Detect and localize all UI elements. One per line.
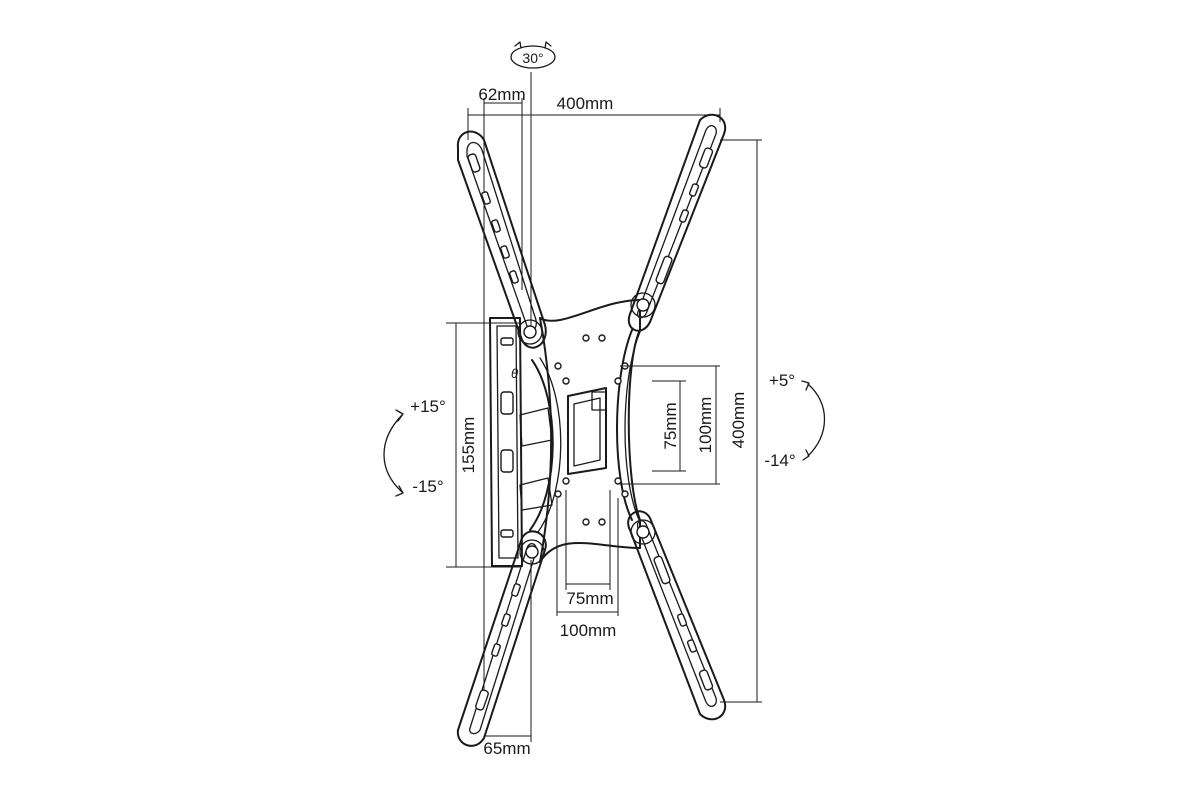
upper-right-arm	[627, 113, 727, 332]
upper-left-arm	[456, 130, 547, 349]
vesa-small-width-label: 75mm	[566, 589, 613, 608]
max-height-label: 400mm	[729, 392, 748, 449]
vesa-small-height-label: 75mm	[661, 402, 680, 449]
wall-plate: 155mm θ	[446, 317, 553, 568]
vesa-large-height-label: 100mm	[696, 397, 715, 454]
theta-label: θ	[511, 366, 518, 381]
swivel-rotation-badge: 30°	[510, 41, 556, 69]
level-up-label: +5°	[769, 371, 795, 390]
vesa-height-dimensions: 75mm 100mm 400mm	[620, 139, 762, 703]
level-adjust-indicator: +5° -14°	[764, 371, 826, 470]
level-down-label: -14°	[764, 451, 795, 470]
lower-right-arm	[627, 510, 727, 721]
tilt-indicator: +15° -15°	[383, 397, 446, 497]
max-width-label: 400mm	[557, 94, 614, 113]
top-dimensions: 400mm 62mm	[467, 72, 721, 700]
tilt-down-label: -15°	[412, 477, 443, 496]
bottom-left-offset-label: 65mm	[483, 739, 530, 758]
rotation-badge-label: 30°	[522, 50, 543, 66]
lower-left-arm	[456, 530, 547, 747]
vesa-plate	[529, 299, 641, 563]
tilt-up-label: +15°	[410, 397, 446, 416]
vesa-width-dimensions: 75mm 100mm 65mm	[483, 490, 619, 758]
wall-plate-height-label: 155mm	[459, 417, 478, 474]
top-left-offset-label: 62mm	[478, 85, 525, 104]
vesa-large-width-label: 100mm	[560, 621, 617, 640]
